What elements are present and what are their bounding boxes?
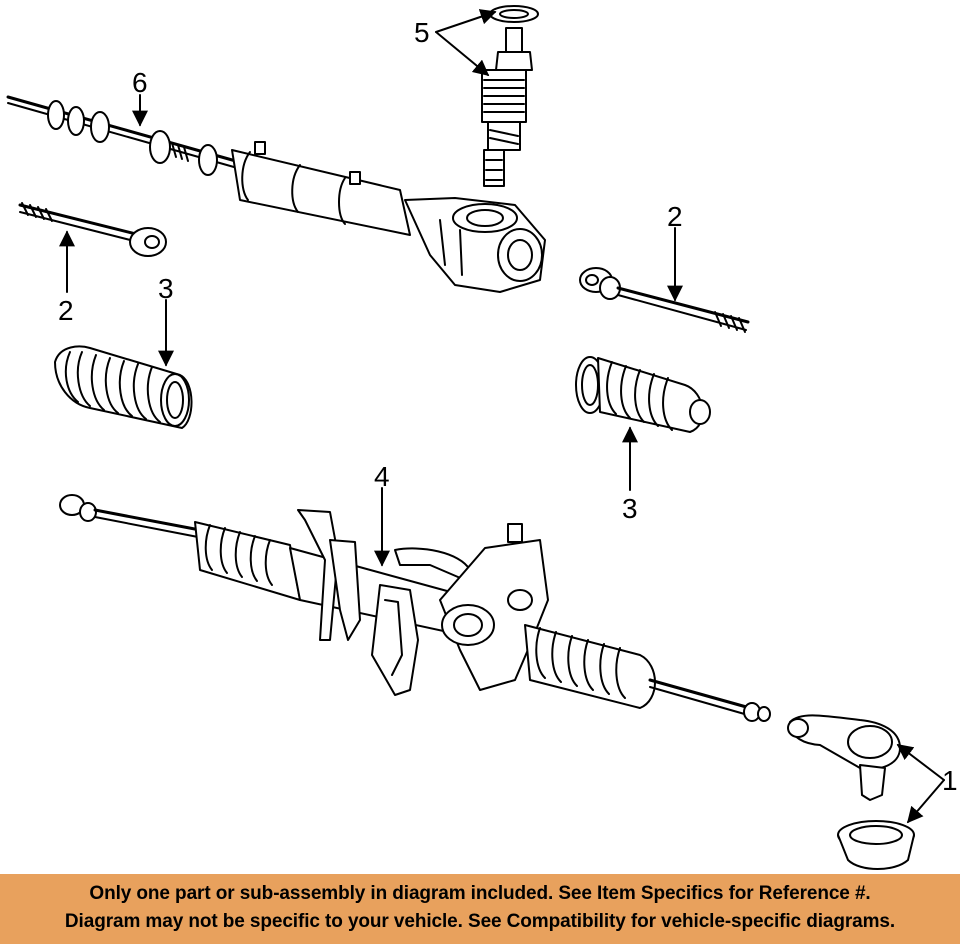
callout-3-right: 3: [622, 493, 638, 524]
bellows-boot-left: [54, 345, 193, 429]
callout-2-left: 2: [58, 295, 74, 326]
callout-6: 6: [132, 67, 148, 98]
tie-rod-end-boot: [837, 820, 915, 870]
inner-tie-rod-left: [18, 202, 167, 257]
callout-4: 4: [374, 461, 390, 492]
callout-2-right: 2: [667, 201, 683, 232]
callout-1: 1: [942, 765, 958, 796]
callout-5: 5: [414, 17, 430, 48]
callout-leaders: [59, 9, 945, 824]
upper-rack-assembly: [6, 95, 546, 293]
outer-tie-rod-end: [787, 714, 901, 801]
rack-and-pinion-assembly: [59, 494, 771, 722]
callout-3-left: 3: [158, 273, 174, 304]
bellows-boot-right: [575, 356, 711, 433]
callout-labels: 6 5 2 3 2 3 4 1: [58, 17, 958, 796]
disclaimer-line-1: Only one part or sub-assembly in diagram…: [89, 883, 871, 904]
steering-rack-parts-diagram: 6 5 2 3 2 3 4 1: [6, 5, 958, 870]
inner-tie-rod-right: [579, 267, 750, 333]
disclaimer-line-2: Diagram may not be specific to your vehi…: [64, 911, 896, 932]
pinion-shaft: [481, 5, 539, 187]
disclaimer-banner: Only one part or sub-assembly in diagram…: [0, 874, 960, 944]
